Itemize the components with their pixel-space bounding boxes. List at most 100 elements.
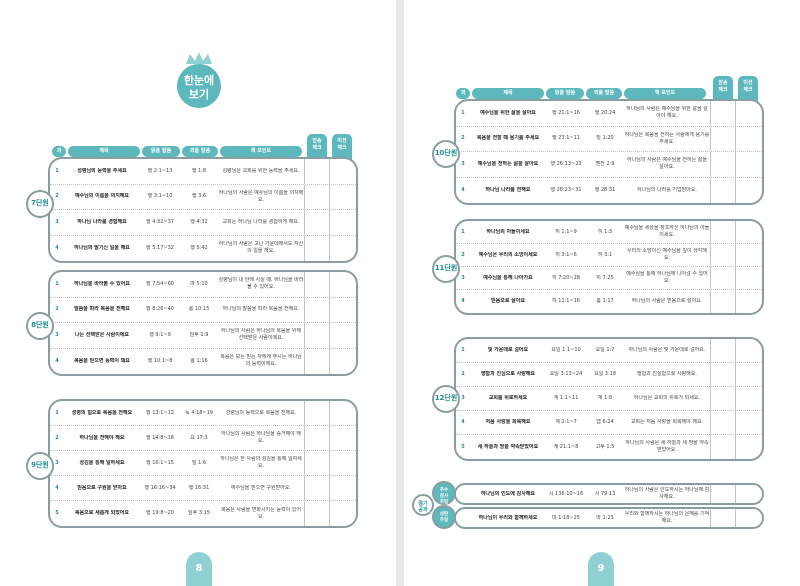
attend-check-box[interactable] bbox=[710, 267, 735, 289]
mission-check-box[interactable] bbox=[735, 485, 760, 503]
mission-check-box[interactable] bbox=[329, 451, 354, 475]
attend-check-box[interactable] bbox=[710, 290, 735, 313]
attend-check-box[interactable] bbox=[304, 501, 329, 526]
mission-check-box[interactable] bbox=[329, 210, 354, 235]
attend-check-box[interactable] bbox=[710, 411, 735, 434]
attend-check-box[interactable] bbox=[710, 363, 735, 386]
memory-verse: 히 3:1 bbox=[597, 251, 613, 258]
lesson-number: 1 bbox=[55, 280, 59, 287]
attend-check-box[interactable] bbox=[304, 426, 329, 450]
mission-check-box[interactable] bbox=[735, 126, 760, 151]
reading-verse: 행 19:8~20 bbox=[146, 510, 174, 516]
lesson-title: 나는 선택받은 사람이에요 bbox=[74, 331, 130, 338]
mission-check-box[interactable] bbox=[329, 426, 354, 450]
key-point: 우리의 소망이신 예수님을 깊이 생각해요. bbox=[627, 248, 707, 261]
attend-check-box[interactable] bbox=[710, 177, 735, 203]
mission-check-box[interactable] bbox=[329, 476, 354, 500]
mission-check-box[interactable] bbox=[329, 272, 354, 297]
mission-check-box[interactable] bbox=[735, 244, 760, 266]
mission-check-box[interactable] bbox=[735, 435, 760, 459]
attend-check-box[interactable] bbox=[710, 387, 735, 410]
reading-verse: 행 26:13~23 bbox=[550, 160, 582, 167]
mission-check-box[interactable] bbox=[329, 348, 354, 374]
mission-check-box[interactable] bbox=[735, 509, 760, 527]
attend-check-box[interactable] bbox=[710, 435, 735, 459]
attend-check-box[interactable] bbox=[710, 509, 735, 527]
lesson-number: 3 bbox=[461, 274, 465, 281]
attend-check-box[interactable] bbox=[710, 101, 735, 126]
mission-check-box[interactable] bbox=[329, 501, 354, 526]
mission-check-box[interactable] bbox=[735, 177, 760, 203]
reading-verse: 히 7:20~28 bbox=[552, 274, 580, 281]
mission-check-box[interactable] bbox=[329, 297, 354, 322]
mission-check-box[interactable] bbox=[329, 184, 354, 209]
key-point: 교회는 하나님 나라를 경험하게 해요. bbox=[222, 218, 300, 225]
mission-check-box[interactable] bbox=[735, 221, 760, 243]
lesson-number: 2 bbox=[461, 371, 465, 377]
attend-check-box[interactable] bbox=[304, 476, 329, 500]
lesson-number: 2 bbox=[55, 434, 59, 441]
attend-check-box[interactable] bbox=[710, 221, 735, 243]
lesson-number: 4 bbox=[461, 186, 465, 193]
key-point: 예수님을 세상을 창조하신 하나님의 아들이세요. bbox=[624, 225, 710, 238]
mission-check-box[interactable] bbox=[735, 101, 760, 126]
mission-check-box[interactable] bbox=[735, 339, 760, 362]
mission-check-box[interactable] bbox=[329, 401, 354, 425]
memory-verse: 롬 1:16 bbox=[190, 357, 208, 364]
attend-check-box[interactable] bbox=[304, 348, 329, 374]
mission-check-box[interactable] bbox=[735, 387, 760, 410]
key-point: 하나님의 사람은 예수님을 위한 삶을 살아야 해요. bbox=[626, 106, 708, 120]
mission-check-box[interactable] bbox=[329, 235, 354, 261]
mission-check-box[interactable] bbox=[329, 159, 354, 184]
attend-check-box[interactable] bbox=[304, 272, 329, 297]
mission-check-box[interactable] bbox=[735, 363, 760, 386]
memory-verse: 행 4:32 bbox=[190, 218, 208, 225]
right-table-header: 과 제목 읽을 말씀 외울 말씀 핵 포인트 bbox=[456, 88, 706, 99]
key-point: 성령님의 능력으로 복음을 전해요. bbox=[225, 409, 297, 416]
attend-check-box[interactable] bbox=[710, 152, 735, 177]
unit-label: 9단원 bbox=[26, 452, 54, 480]
key-point: 교회는 처음 사랑을 회복해야 해요. bbox=[630, 419, 704, 425]
memory-verse: 빌 1:6 bbox=[191, 459, 207, 466]
attend-check-box[interactable] bbox=[304, 401, 329, 425]
lesson-title: 예수님을 전하는 삶을 살아요 bbox=[477, 160, 539, 167]
lesson-number: 5 bbox=[461, 443, 465, 450]
attend-check-box[interactable] bbox=[710, 244, 735, 266]
mission-check-box[interactable] bbox=[735, 152, 760, 177]
attend-check-box[interactable] bbox=[304, 184, 329, 209]
attend-check-box[interactable] bbox=[710, 339, 735, 362]
attend-check-box[interactable] bbox=[304, 297, 329, 322]
mission-check-box[interactable] bbox=[735, 267, 760, 289]
attend-check-box[interactable] bbox=[304, 210, 329, 235]
mission-check-box[interactable] bbox=[735, 411, 760, 434]
lesson-number: 3 bbox=[461, 395, 465, 401]
reading-verse: 행 23:1~11 bbox=[552, 135, 580, 142]
key-point: 하나님은 교회의 위로가 되세요. bbox=[633, 395, 701, 401]
attend-check-box[interactable] bbox=[304, 159, 329, 184]
reading-verse: 계 2:1~7 bbox=[555, 419, 577, 425]
mission-check-box[interactable] bbox=[735, 290, 760, 313]
reading-verse: 행 2:1~13 bbox=[147, 167, 173, 174]
attend-check-box[interactable] bbox=[304, 323, 329, 348]
mission-check-box[interactable] bbox=[329, 323, 354, 348]
reading-verse: 히 1:1~9 bbox=[555, 228, 577, 235]
attend-check-box[interactable] bbox=[304, 451, 329, 475]
attend-check-box[interactable] bbox=[304, 235, 329, 261]
attend-check-box[interactable] bbox=[710, 485, 735, 503]
lesson-title: 믿음으로 살아요 bbox=[491, 298, 525, 304]
lesson-number: 4 bbox=[55, 484, 59, 491]
attend-check-box[interactable] bbox=[710, 126, 735, 151]
